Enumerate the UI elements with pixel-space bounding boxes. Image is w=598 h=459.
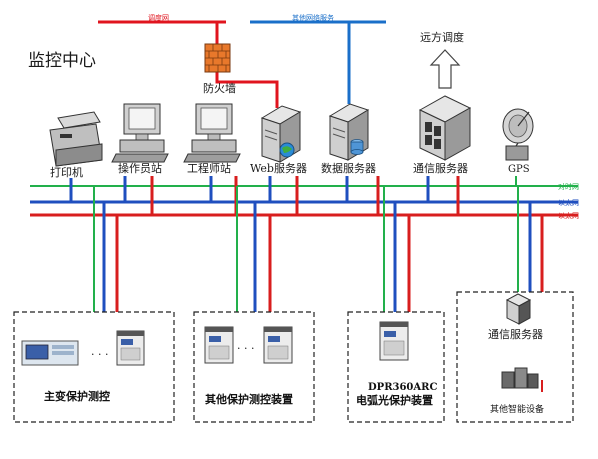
other-services-network-label: 其他网络服务 [292, 13, 334, 22]
firewall-icon [204, 43, 231, 73]
gps-label: GPS [508, 164, 530, 175]
other-protection-group-box [193, 311, 315, 423]
arc-protection-model: DPR360ARC [368, 382, 437, 393]
other-protection-device-2-icon [263, 326, 293, 364]
main-transformer-label: 主变保护测控 [44, 389, 110, 403]
engineer-workstation-label: 工程师站 [187, 161, 231, 175]
uplink-arrow-icon [429, 49, 461, 89]
arc-protection-group-box [347, 311, 445, 423]
data-server-label: 数据服务器 [321, 161, 376, 175]
main-transformer-ellipsis: · · · [91, 348, 108, 361]
other-protection-ellipsis: · · · [237, 342, 254, 355]
ethernet-bus-1-label: 以太网 [558, 198, 579, 207]
communication-server-label: 通信服务器 [413, 162, 468, 175]
field-comm-server-icon [505, 293, 532, 325]
field-devices-group-box [456, 291, 574, 423]
smart-device-icon [501, 367, 543, 392]
field-comm-server-label: 通信服务器 [488, 328, 543, 341]
other-protection-label: 其他保护测控装置 [205, 392, 293, 406]
main-transformer-group-box [13, 311, 175, 423]
arc-protection-device-icon [379, 321, 409, 361]
data-server-icon [328, 103, 370, 161]
engineer-workstation-icon [183, 103, 241, 163]
printer-icon [49, 111, 103, 167]
remote-dispatch-label: 远方调度 [420, 30, 464, 44]
page-title: 监控中心 [28, 51, 96, 71]
operator-workstation-icon [111, 103, 169, 163]
communication-server-icon [418, 95, 472, 161]
printer-label: 打印机 [50, 165, 83, 179]
device-drop-lines [69, 176, 517, 215]
ethernet-bus-2-label: 以太网 [558, 211, 579, 220]
main-transformer-relay-icon [21, 340, 79, 366]
firewall-web-link-line [215, 72, 279, 108]
gps-antenna-icon [502, 108, 534, 161]
field-drop-lines [93, 186, 544, 312]
operator-workstation-label: 操作员站 [118, 161, 162, 175]
other-protection-device-1-icon [204, 326, 234, 364]
main-transformer-controller-icon [116, 330, 145, 366]
time-sync-bus-label: 对时网 [558, 182, 579, 191]
web-server-icon [260, 105, 302, 163]
web-server-label: Web服务器 [250, 162, 307, 175]
firewall-label: 防火墙 [203, 81, 236, 95]
arc-protection-label: 电弧光保护装置 [356, 393, 433, 407]
other-smart-devices-label: 其他智能设备 [490, 403, 544, 415]
dispatch-network-label: 调度网 [148, 13, 169, 22]
